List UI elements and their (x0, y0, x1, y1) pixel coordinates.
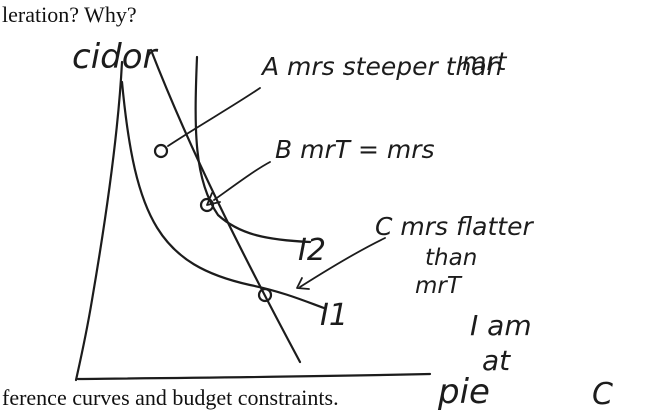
pointer-c (299, 237, 386, 288)
annotation-c-line2: than (425, 245, 477, 271)
y-axis (74, 60, 124, 382)
pointer-a (167, 87, 261, 147)
arrowhead-c (296, 277, 310, 290)
indifference-curve-i1 (120, 80, 326, 310)
point-c-marker (257, 287, 273, 303)
annotation-b: B mrT = mrs (275, 135, 435, 164)
annotation-a-line2: mrt (462, 47, 508, 76)
annotation-a-line1: A mrs steeper than (260, 52, 503, 81)
point-a-marker (153, 143, 169, 159)
pointer-b (213, 161, 271, 201)
question-fragment: leration? Why? (2, 2, 137, 27)
point-b-marker (199, 197, 215, 213)
x-axis (76, 372, 432, 381)
annotation-c-line1: C mrs flatter (375, 212, 534, 241)
label-i2: I2 (298, 233, 326, 268)
conclusion-line1: I am (470, 309, 532, 342)
annotation-c-line3: mrT (415, 273, 463, 299)
x-axis-label: pie (437, 372, 490, 410)
arrowhead-b (206, 192, 221, 206)
footer-fragment: ference curves and budget constraints. (2, 385, 339, 410)
conclusion-line3: C (592, 377, 613, 410)
label-i1: I1 (320, 298, 348, 333)
conclusion-line2: at (482, 344, 511, 377)
indifference-curve-i2 (194, 55, 312, 244)
budget-line (149, 48, 302, 364)
y-axis-label: cidor (72, 37, 159, 77)
